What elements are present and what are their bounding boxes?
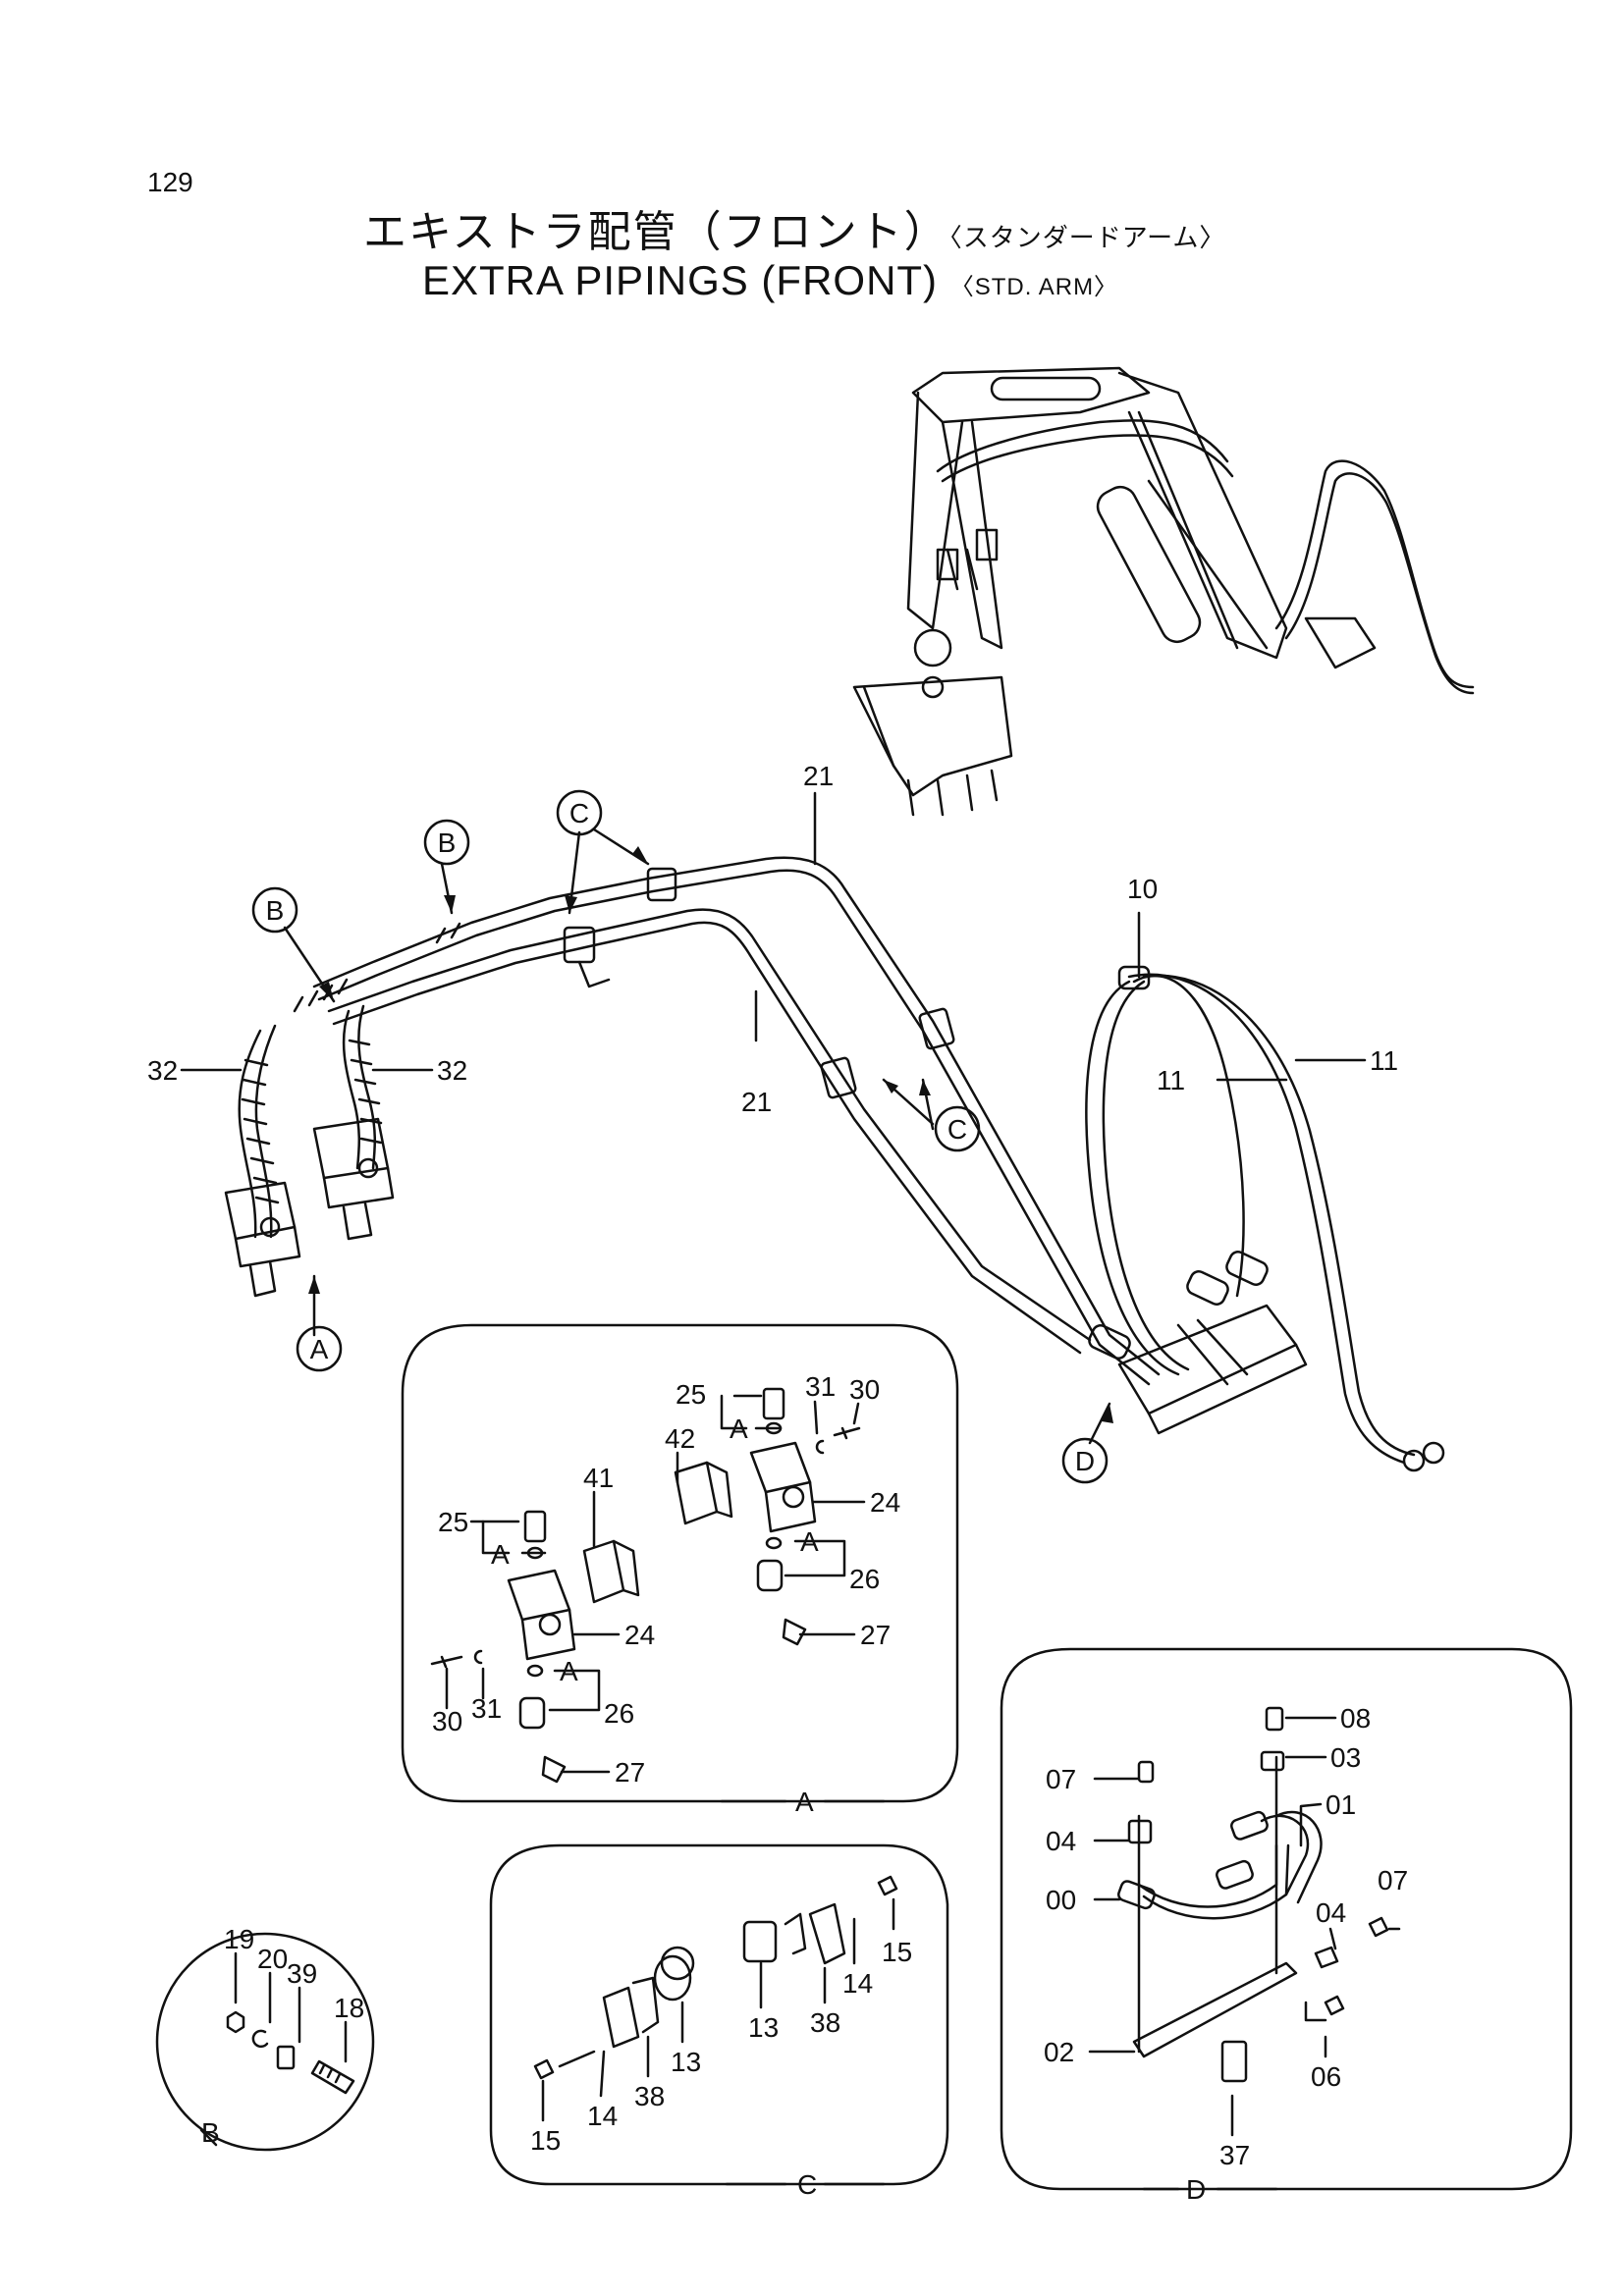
label-d-37: 37 [1219,2140,1250,2170]
detail-b-caption: B [201,2117,220,2148]
label-a-26-upper: 26 [849,1564,880,1594]
detail-d-parts [1088,1706,1401,2191]
label-32-left: 32 [147,1055,178,1086]
title-jp-main: エキストラ配管（フロント） [363,207,949,257]
view-marker-letters: B B C C A D [266,798,1095,1476]
label-a-31-lower: 31 [471,1693,502,1724]
label-c-15-left: 15 [530,2125,561,2156]
detail-d-caption: D [1186,2174,1206,2205]
detail-b-labels: 19 20 39 18 B [201,1924,364,2148]
label-c-13-right: 13 [748,2012,779,2043]
label-a-26-lower: 26 [604,1698,634,1729]
label-c-14-right: 14 [842,1968,873,1999]
label-d-07-left: 07 [1046,1764,1076,1794]
detail-a-caption: A [795,1787,814,1817]
view-marker-circles [251,789,1109,1484]
detail-a-parts [430,1387,886,1803]
view-marker-b-upper: B [438,828,457,858]
view-marker-a: A [310,1334,329,1364]
detail-c-caption: C [797,2169,817,2200]
label-d-03: 03 [1330,1742,1361,1773]
title-jp-sub: 〈スタンダードアーム〉 [948,224,1226,253]
label-c-38-left: 38 [634,2081,665,2111]
view-marker-d: D [1075,1446,1095,1476]
label-c-13-left: 13 [671,2047,701,2077]
label-a-30-lower: 30 [432,1706,462,1736]
label-b-20: 20 [257,1944,288,1974]
label-d-02: 02 [1044,2037,1074,2067]
label-c-14-left: 14 [587,2101,618,2131]
detail-c-frame [489,1843,949,2186]
label-a-27-lower: 27 [615,1757,645,1788]
title-english: EXTRA PIPINGS (FRONT) 〈STD. ARM〉 [422,257,1118,304]
label-d-07-right: 07 [1378,1865,1408,1896]
label-a-24-lower: 24 [624,1620,655,1650]
detail-d-frame [1000,1647,1573,2191]
label-10: 10 [1127,874,1158,904]
detail-c-parts [533,1875,898,2186]
detail-b-parts [199,1951,355,2147]
view-marker-c-upper: C [569,798,589,828]
view-marker-c-lower: C [947,1114,967,1145]
label-c-38-right: 38 [810,2007,840,2038]
detail-d-labels: 08 03 07 01 04 00 07 04 02 06 37 D [1044,1703,1408,2205]
detail-a-labels: 25 A 31 30 42 24 26 A 27 41 25 A 24 30 3… [432,1371,900,1817]
label-b-18: 18 [334,1993,364,2023]
label-a-42: 42 [665,1423,695,1454]
label-d-08: 08 [1340,1703,1371,1734]
label-d-04-right: 04 [1316,1897,1346,1928]
detail-c-labels: 15 14 38 13 13 38 14 15 C [530,1937,912,2200]
detail-b-frame [155,1932,375,2152]
label-a-30-upper: 30 [849,1374,880,1405]
label-a-a-2: A [800,1526,819,1557]
title-japanese: エキストラ配管（フロント）〈スタンダードアーム〉 [363,196,1225,259]
title-en-sub: 〈STD. ARM〉 [949,274,1119,300]
page-number: 129 [147,167,193,197]
label-d-00: 00 [1046,1885,1076,1915]
label-21-upper: 21 [803,761,834,791]
detail-a-frame [401,1323,959,1803]
label-a-31-upper: 31 [805,1371,836,1402]
label-a-25-upper: 25 [676,1379,706,1410]
label-b-19: 19 [224,1924,254,1954]
label-a-a-1: A [730,1414,748,1444]
label-d-04-left: 04 [1046,1826,1076,1856]
title-en-main: EXTRA PIPINGS (FRONT) [422,257,939,303]
label-d-01: 01 [1325,1789,1356,1820]
label-d-06: 06 [1311,2061,1341,2092]
label-11-left: 11 [1157,1065,1185,1095]
label-11-right: 11 [1370,1045,1398,1076]
excavator-front-illustration [852,366,1475,817]
label-a-a-3: A [491,1539,510,1570]
label-b-39: 39 [287,1958,317,1989]
label-a-27-upper: 27 [860,1620,891,1650]
label-a-a-4: A [560,1656,578,1686]
pointer-arrowheads [308,846,1113,1423]
label-21-lower: 21 [741,1087,772,1117]
main-piping-assembly [224,856,1445,1472]
label-a-41: 41 [583,1463,614,1493]
view-marker-b-lower: B [266,895,285,926]
label-32-right: 32 [437,1055,467,1086]
label-a-24-upper: 24 [870,1487,900,1518]
main-part-labels: 21 21 10 11 11 32 32 [147,761,1398,1117]
main-leader-lines [180,791,1367,1445]
label-c-15-right: 15 [882,1937,912,1967]
label-a-25-lower: 25 [438,1507,468,1537]
